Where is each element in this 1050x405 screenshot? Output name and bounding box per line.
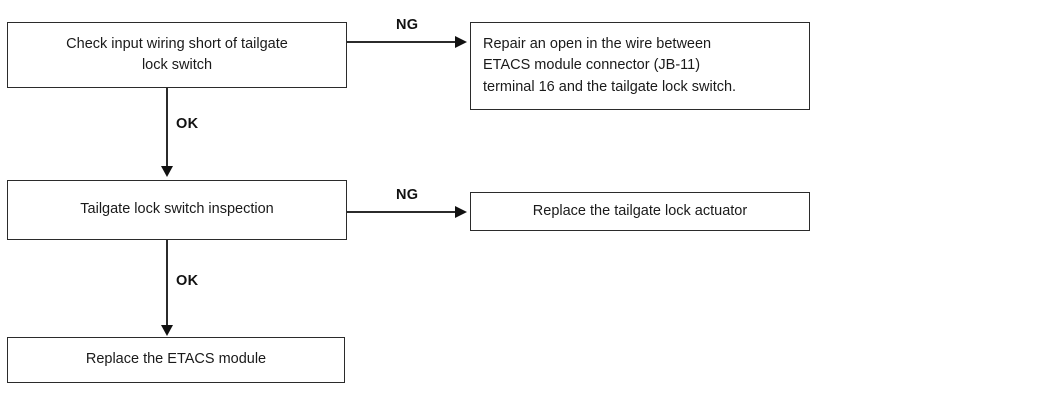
flow-node-switch-inspection[interactable]: Tailgate lock switch inspection	[7, 180, 347, 240]
arrow-right-icon-ng-check-to-repair	[455, 36, 467, 48]
flow-node-repair-open-wire-line-2: ETACS module connector (JB-11)	[483, 57, 701, 74]
flow-node-check-input-wiring[interactable]: Check input wiring short of tailgate loc…	[7, 22, 347, 88]
connector-line-ng-check-to-repair	[347, 41, 457, 43]
arrow-down-icon-ok-check-to-inspection	[161, 166, 173, 177]
flow-node-repair-open-wire-line-3: terminal 16 and the tailgate lock switch…	[483, 78, 737, 95]
connector-line-ok-check-to-inspection	[166, 88, 168, 167]
edge-label-ok-check-to-inspection: OK	[176, 116, 199, 132]
arrow-down-icon-ok-inspection-to-etacs	[161, 325, 173, 336]
flow-node-repair-open-wire[interactable]: Repair an open in the wire between ETACS…	[470, 22, 810, 110]
flow-node-replace-actuator-line-1: Replace the tailgate lock actuator	[532, 202, 748, 219]
edge-label-ng-check-to-repair: NG	[396, 17, 419, 33]
flow-node-replace-etacs-line-1: Replace the ETACS module	[85, 351, 267, 368]
flow-node-check-input-wiring-line-2: lock switch	[141, 57, 213, 73]
connector-line-ok-inspection-to-etacs	[166, 240, 168, 327]
edge-label-ok-inspection-to-etacs: OK	[176, 273, 199, 289]
flow-node-repair-open-wire-line-1: Repair an open in the wire between	[483, 36, 712, 53]
flow-node-check-input-wiring-line-1: Check input wiring short of tailgate	[66, 35, 288, 52]
connector-line-ng-inspection-to-actuator	[347, 211, 457, 213]
arrow-right-icon-ng-inspection-to-actuator	[455, 206, 467, 218]
flow-node-switch-inspection-line-1: Tailgate lock switch inspection	[80, 201, 274, 218]
flow-node-replace-etacs[interactable]: Replace the ETACS module	[7, 337, 345, 383]
edge-label-ng-inspection-to-actuator: NG	[396, 187, 419, 203]
flow-node-replace-actuator[interactable]: Replace the tailgate lock actuator	[470, 192, 810, 231]
